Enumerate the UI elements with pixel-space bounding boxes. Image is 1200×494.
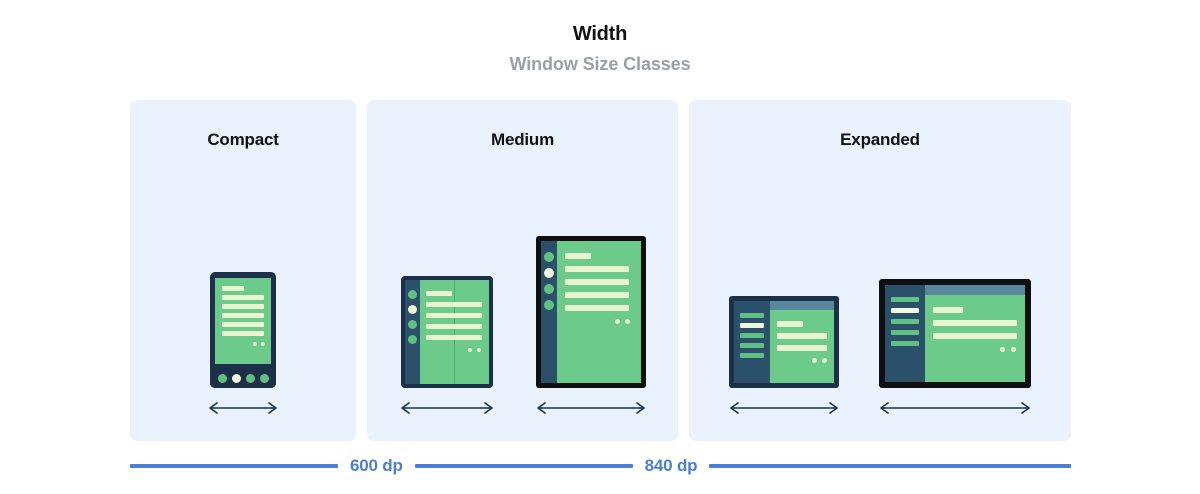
content-line: [777, 333, 827, 339]
overflow-dot: [253, 342, 257, 346]
content-line: [933, 333, 1017, 339]
nav-dot: [218, 374, 227, 383]
content-line: [222, 331, 264, 336]
content-line: [222, 286, 244, 291]
nav-drawer-item: [740, 333, 764, 338]
panel-title-compact: Compact: [207, 130, 279, 149]
phone-navbar: [210, 368, 276, 388]
nav-rail: [540, 241, 557, 383]
content-line: [222, 322, 264, 327]
content-line: [425, 335, 482, 340]
chart-header: Width Window Size Classes: [0, 0, 1200, 75]
desktop-screen: [885, 285, 1025, 382]
nav-dot-active: [232, 374, 241, 383]
content-line: [425, 302, 482, 307]
breakpoint-measure-bar: 600 dp 840 dp: [130, 455, 1071, 477]
device-phone-portrait: [210, 272, 276, 388]
content-line: [222, 295, 264, 300]
panel-title-medium: Medium: [490, 130, 555, 149]
device-tablet-landscape: [729, 296, 839, 388]
phone-screen: [215, 278, 271, 364]
nav-rail-dot: [543, 300, 554, 310]
content-line: [222, 304, 264, 309]
overflow-dot: [624, 319, 630, 324]
overflow-dot: [812, 358, 817, 363]
width-arrow-phone: [209, 402, 277, 414]
fold-line: [453, 280, 455, 384]
width-arrow-foldable: [400, 402, 493, 414]
nav-drawer-item: [740, 353, 764, 358]
overflow-dot: [467, 348, 472, 352]
overflow-dot: [476, 348, 481, 352]
breakpoint-label-600: 600 dp: [350, 456, 403, 475]
measure-segment-compact: [130, 464, 338, 468]
device-desktop-landscape: [879, 279, 1031, 388]
device-group-medium: [367, 170, 678, 441]
nav-drawer-item-active: [891, 308, 919, 313]
content-line: [222, 313, 264, 318]
nav-rail-dot-active: [543, 268, 554, 278]
nav-drawer-item-active: [740, 323, 764, 328]
content-line: [425, 324, 482, 329]
device-foldable-portrait: [400, 276, 493, 388]
device-group-compact: [130, 170, 356, 441]
app-topbar: [925, 285, 1025, 295]
content-line: [777, 345, 827, 351]
app-topbar: [770, 301, 834, 310]
content-line: [564, 292, 629, 298]
nav-rail-dot: [407, 335, 417, 344]
nav-rail-dot-active: [407, 305, 417, 314]
panel-expanded: Expanded: [689, 100, 1071, 441]
nav-drawer-item: [740, 343, 764, 348]
device-slot-tablet-portrait: [535, 236, 647, 441]
width-arrow-tablet-landscape: [730, 402, 838, 414]
measure-segment-medium: [414, 464, 633, 468]
page-subtitle: Window Size Classes: [509, 54, 691, 74]
nav-drawer-item: [891, 341, 919, 346]
tablet-landscape-screen: [734, 301, 834, 383]
device-slot-desktop: [878, 279, 1032, 441]
overflow-dot: [822, 358, 827, 363]
panel-title-expanded: Expanded: [840, 130, 920, 149]
device-group-expanded: [689, 170, 1071, 441]
content-line: [564, 253, 591, 259]
content-line: [564, 279, 629, 285]
content-line: [425, 313, 482, 318]
nav-drawer-item: [891, 297, 919, 302]
nav-drawer-item: [891, 319, 919, 324]
nav-rail-dot: [407, 290, 417, 299]
content-line: [777, 321, 803, 327]
overflow-dot: [1011, 347, 1016, 352]
width-arrow-tablet-portrait: [536, 402, 645, 414]
panel-compact: Compact: [130, 100, 356, 441]
nav-rail-dot: [407, 320, 417, 329]
measure-segment-expanded: [709, 464, 1071, 468]
foldable-screen: [404, 280, 489, 384]
nav-rail-dot: [543, 284, 554, 294]
page-title: Width: [572, 23, 628, 45]
width-arrow-desktop: [880, 402, 1030, 414]
nav-drawer-item: [740, 313, 764, 318]
breakpoint-label-840: 840 dp: [644, 456, 698, 475]
content-line: [425, 291, 452, 296]
device-tablet-portrait: [535, 236, 646, 388]
device-slot-foldable: [399, 276, 495, 441]
panel-medium: Medium: [367, 100, 678, 441]
content-line: [933, 307, 963, 313]
content-line: [564, 266, 629, 272]
device-slot-tablet-landscape: [728, 296, 840, 441]
overflow-dot: [261, 342, 265, 346]
overflow-dot: [1000, 347, 1005, 352]
tablet-screen: [540, 241, 641, 383]
content-line: [564, 305, 629, 311]
nav-rail-dot: [543, 252, 554, 262]
nav-drawer-item: [891, 330, 919, 335]
nav-dot: [260, 374, 269, 383]
overflow-dot: [614, 319, 620, 324]
size-class-panels: Compact: [130, 100, 1071, 441]
content-line: [933, 320, 1017, 326]
device-slot-phone: [207, 272, 279, 441]
nav-dot: [246, 374, 255, 383]
